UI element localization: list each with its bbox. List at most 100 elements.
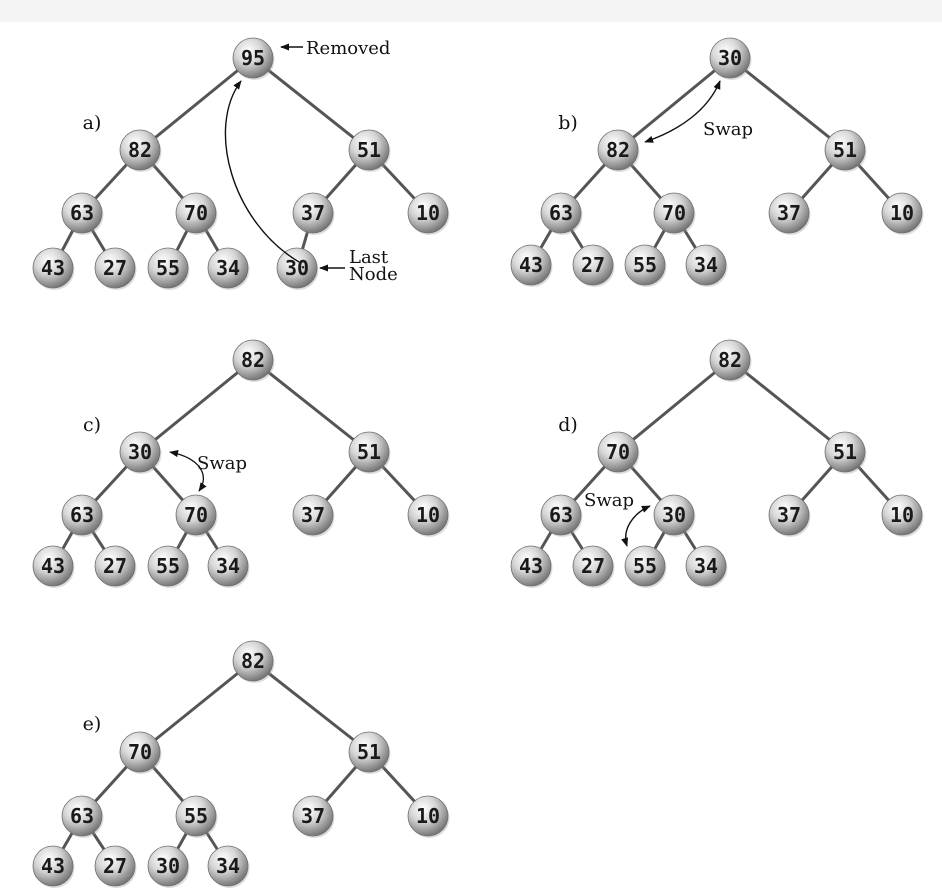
heap-node: 51 bbox=[824, 129, 867, 172]
node-value: 55 bbox=[156, 554, 180, 578]
node-ball bbox=[207, 845, 249, 887]
heap-node: 82 bbox=[119, 129, 162, 172]
swap-arrow bbox=[169, 450, 207, 492]
node-ball bbox=[709, 339, 751, 381]
node-value: 43 bbox=[41, 256, 65, 280]
note-last-node: Last bbox=[349, 247, 389, 268]
node-value: 27 bbox=[103, 256, 127, 280]
node-ball bbox=[292, 192, 334, 234]
node-ball bbox=[175, 494, 217, 536]
heap-node: 43 bbox=[32, 845, 75, 888]
node-value: 10 bbox=[416, 201, 440, 225]
node-value: 27 bbox=[103, 554, 127, 578]
node-ball bbox=[881, 192, 923, 234]
node-ball bbox=[685, 545, 727, 587]
node-value: 37 bbox=[301, 804, 325, 828]
node-value: 70 bbox=[128, 740, 152, 764]
swap-arrow bbox=[644, 80, 721, 143]
node-value: 43 bbox=[41, 854, 65, 878]
node-value: 82 bbox=[606, 138, 630, 162]
heap-node: 34 bbox=[207, 545, 250, 588]
heap-node: 30 bbox=[147, 845, 190, 888]
node-value: 27 bbox=[581, 554, 605, 578]
heap-node: 70 bbox=[119, 731, 162, 774]
node-value: 82 bbox=[241, 348, 265, 372]
node-value: 63 bbox=[70, 201, 94, 225]
node-ball bbox=[94, 545, 136, 587]
node-ball bbox=[768, 192, 810, 234]
tree-edge bbox=[729, 56, 846, 152]
node-ball bbox=[407, 795, 449, 837]
heap-node: 51 bbox=[348, 431, 391, 474]
heap-node: 30 bbox=[709, 37, 752, 80]
node-ball bbox=[119, 129, 161, 171]
node-ball bbox=[32, 545, 74, 587]
heap-node: 30 bbox=[653, 494, 696, 537]
node-ball bbox=[597, 431, 639, 473]
heap-node: 10 bbox=[407, 192, 450, 235]
node-value: 34 bbox=[694, 554, 718, 578]
heap-node: 10 bbox=[881, 192, 924, 235]
node-value: 55 bbox=[633, 253, 657, 277]
node-value: 51 bbox=[357, 740, 381, 764]
arrows bbox=[224, 43, 345, 272]
node-value: 34 bbox=[216, 554, 240, 578]
heap-node: 43 bbox=[32, 545, 75, 588]
node-ball bbox=[207, 247, 249, 289]
node-value: 27 bbox=[103, 854, 127, 878]
note-last-node: Node bbox=[349, 264, 398, 285]
node-ball bbox=[824, 129, 866, 171]
node-ball bbox=[540, 494, 582, 536]
node-ball bbox=[348, 129, 390, 171]
node-value: 55 bbox=[184, 804, 208, 828]
heap-node: 63 bbox=[61, 494, 104, 537]
heap-node: 82 bbox=[232, 640, 275, 683]
node-ball bbox=[232, 339, 274, 381]
node-value: 63 bbox=[70, 503, 94, 527]
heap-node: 63 bbox=[61, 795, 104, 838]
note-swap: Swap bbox=[584, 490, 634, 511]
node-value: 10 bbox=[890, 201, 914, 225]
node-ball bbox=[119, 431, 161, 473]
panel-label: d) bbox=[558, 414, 578, 436]
heap-node: 55 bbox=[147, 545, 190, 588]
node-ball bbox=[61, 494, 103, 536]
node-ball bbox=[653, 494, 695, 536]
node-ball bbox=[881, 494, 923, 536]
node-ball bbox=[147, 545, 189, 587]
node-value: 70 bbox=[662, 201, 686, 225]
heap-node: 70 bbox=[175, 192, 218, 235]
heap-node: 34 bbox=[685, 244, 728, 287]
node-ball bbox=[597, 129, 639, 171]
heap-node: 37 bbox=[292, 192, 335, 235]
node-ball bbox=[572, 545, 614, 587]
node-ball bbox=[824, 431, 866, 473]
node-ball bbox=[653, 192, 695, 234]
node-ball bbox=[510, 244, 552, 286]
node-ball bbox=[276, 247, 318, 289]
heap-node: 27 bbox=[572, 244, 615, 287]
heap-node: 27 bbox=[94, 845, 137, 888]
node-value: 70 bbox=[184, 201, 208, 225]
node-value: 55 bbox=[156, 256, 180, 280]
node-value: 70 bbox=[606, 440, 630, 464]
node-value: 51 bbox=[357, 138, 381, 162]
tree-edge bbox=[252, 659, 370, 754]
node-ball bbox=[232, 37, 274, 79]
heap-node: 63 bbox=[540, 494, 583, 537]
node-value: 55 bbox=[633, 554, 657, 578]
heap-node: 82 bbox=[232, 339, 275, 382]
node-value: 37 bbox=[301, 201, 325, 225]
heap-node: 27 bbox=[572, 545, 615, 588]
arrows bbox=[621, 505, 651, 547]
node-value: 10 bbox=[890, 503, 914, 527]
tree-edge bbox=[139, 358, 254, 454]
node-ball bbox=[175, 192, 217, 234]
node-value: 37 bbox=[777, 201, 801, 225]
